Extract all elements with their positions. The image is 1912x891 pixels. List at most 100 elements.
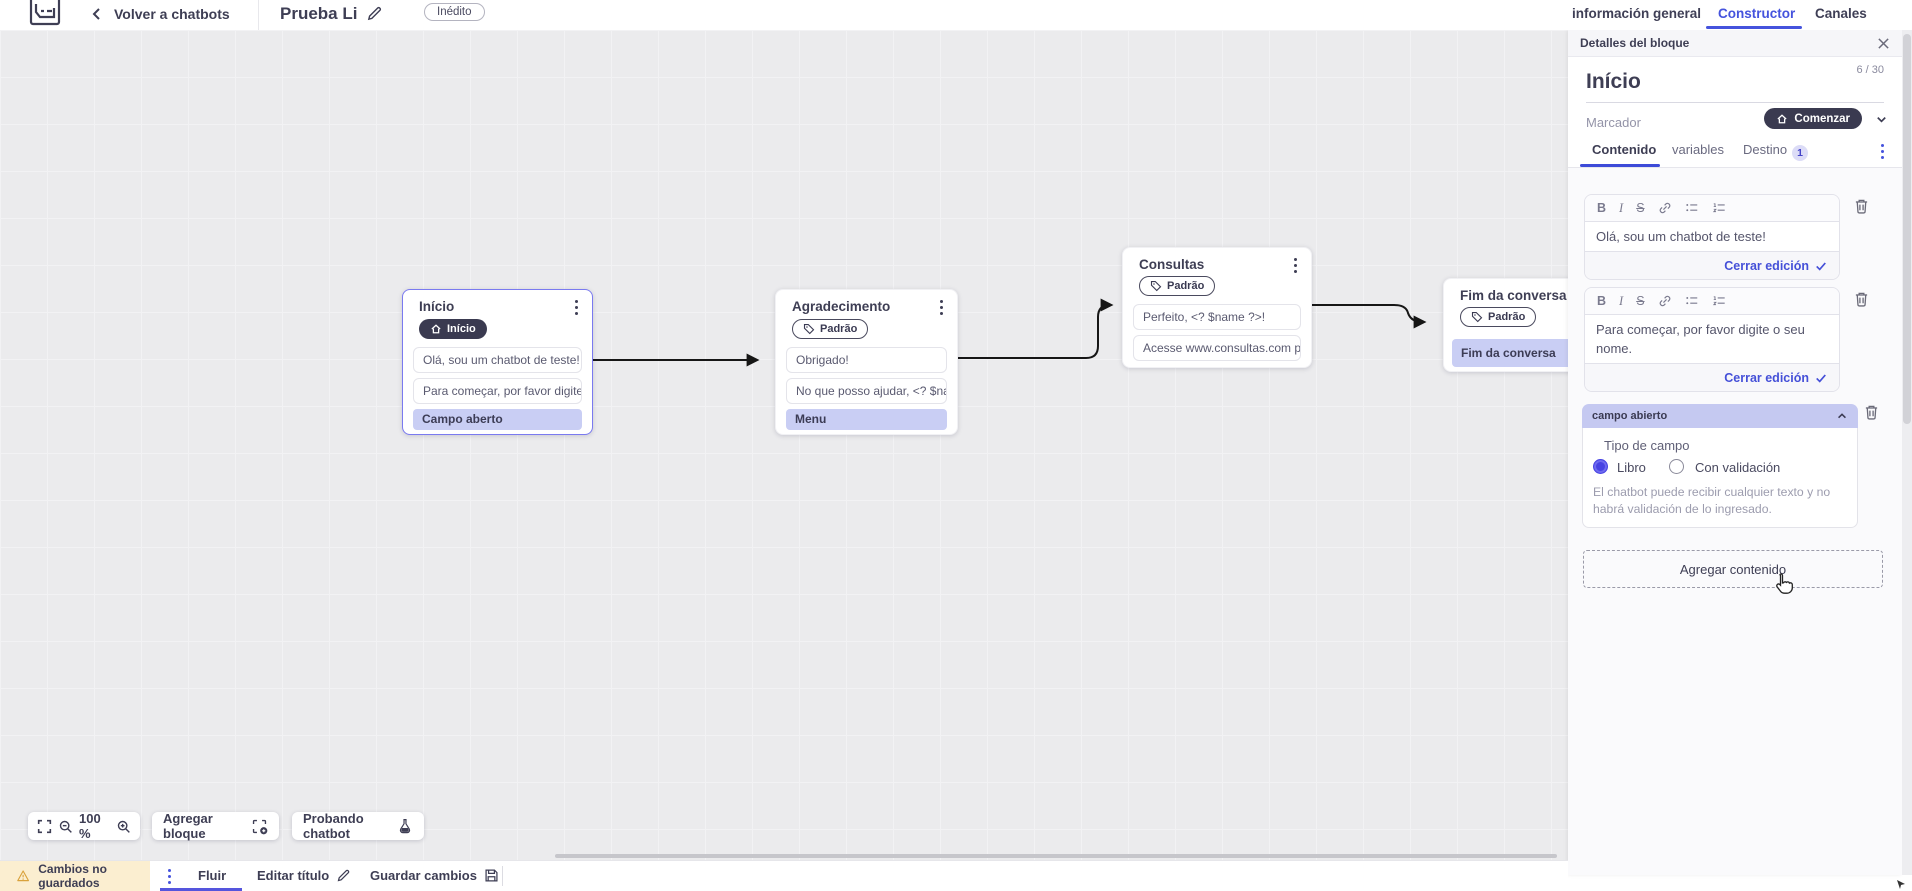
radio-libro-label[interactable]: Libro <box>1617 460 1646 475</box>
strikethrough-icon[interactable]: S <box>1636 200 1645 215</box>
radio-libro[interactable] <box>1593 459 1608 474</box>
panel-scrollbar-thumb[interactable] <box>1903 34 1911 424</box>
bottombar-divider <box>502 866 503 886</box>
test-chatbot-button[interactable]: Probando chatbot <box>292 811 424 841</box>
fullscreen-icon[interactable] <box>37 819 52 834</box>
node-title: Fim da conversa <box>1460 288 1567 303</box>
tab-canales[interactable]: Canales <box>1815 6 1867 21</box>
close-edit-button[interactable]: Cerrar edición <box>1724 371 1827 385</box>
save-changes-button[interactable]: Guardar cambios <box>370 868 499 883</box>
node-menu-item[interactable]: Menu <box>786 409 947 430</box>
add-content-button[interactable]: Agregar contenido <box>1583 550 1883 588</box>
topbar-divider <box>258 0 259 30</box>
check-icon <box>1816 373 1826 383</box>
bold-icon[interactable]: B <box>1597 293 1607 308</box>
node-message-item[interactable]: Olá, sou um chatbot de teste! <box>413 347 582 373</box>
node-message-item[interactable]: Perfeito, <? $name ?>! <box>1133 304 1301 330</box>
italic-icon[interactable]: I <box>1619 293 1624 308</box>
node-menu-icon[interactable] <box>575 300 578 315</box>
node-message-item[interactable]: Obrigado! <box>786 347 947 373</box>
node-end-item[interactable]: Fim da conversa <box>1452 339 1568 367</box>
flow-canvas[interactable]: Início Início Olá, sou um chatbot de tes… <box>0 30 1568 860</box>
close-edit-label: Cerrar edición <box>1724 370 1809 385</box>
edit-title-pencil-icon[interactable] <box>366 5 383 27</box>
marker-label: Marcador <box>1586 115 1641 130</box>
node-badge-label: Início <box>447 323 476 335</box>
flow-node-agradecimento[interactable]: Agradecimento Padrão Obrigado! No que po… <box>775 289 958 435</box>
rich-text-toolbar: B I S <box>1585 288 1839 314</box>
check-icon <box>1816 261 1826 271</box>
tag-icon <box>1150 280 1162 292</box>
unsaved-changes-label: Cambios no guardados <box>38 862 107 890</box>
message-text-input[interactable]: Olá, sou um chatbot de teste! <box>1585 221 1839 252</box>
panel-menu-icon[interactable] <box>1881 144 1884 159</box>
flow-node-inicio[interactable]: Início Início Olá, sou um chatbot de tes… <box>402 289 593 435</box>
zoom-in-icon[interactable] <box>116 819 131 834</box>
tab-variables[interactable]: variables <box>1672 142 1725 157</box>
back-to-chatbots-link[interactable]: Volver a chatbots <box>114 6 230 22</box>
node-message-item[interactable]: Acesse www.consultas.com par... <box>1133 335 1301 361</box>
panel-header: Detalles del bloque <box>1568 30 1902 57</box>
node-title: Início <box>419 299 455 314</box>
bold-icon[interactable]: B <box>1597 200 1607 215</box>
close-panel-icon[interactable] <box>1877 37 1890 50</box>
app-logo-icon[interactable] <box>28 0 62 32</box>
home-icon <box>431 324 441 334</box>
edit-title-button[interactable]: Editar título <box>257 868 351 883</box>
connector-agradecimento-consultas[interactable] <box>958 298 1114 359</box>
add-block-button[interactable]: Agregar bloque <box>152 811 279 841</box>
radio-con-validacion[interactable] <box>1669 459 1684 474</box>
delete-content-icon[interactable] <box>1854 291 1869 312</box>
destino-count-badge: 1 <box>1792 145 1809 161</box>
flow-menu-icon[interactable] <box>168 869 1554 884</box>
italic-icon[interactable]: I <box>1619 200 1624 215</box>
node-menu-icon[interactable] <box>940 300 943 315</box>
node-default-badge: Padrão <box>792 319 869 339</box>
tab-constructor[interactable]: Constructor <box>1718 6 1796 21</box>
message-text-input[interactable]: Para começar, por favor digite o seu nom… <box>1585 314 1839 364</box>
save-icon <box>485 869 498 882</box>
node-message-item[interactable]: Para começar, por favor digite o ... <box>413 378 582 404</box>
name-input-underline <box>1586 102 1884 103</box>
marker-value-dropdown[interactable]: Comenzar <box>1764 108 1862 129</box>
connector-consultas-fim[interactable] <box>1312 304 1427 329</box>
flow-node-fim-da-conversa[interactable]: Fim da conversa Padrão Fim da conversa <box>1443 278 1568 372</box>
node-menu-icon[interactable] <box>1294 258 1297 273</box>
numbered-list-icon[interactable] <box>1712 294 1726 308</box>
delete-open-field-icon[interactable] <box>1864 404 1879 425</box>
canvas-horizontal-scrollbar[interactable] <box>555 854 1557 858</box>
chevron-up-icon[interactable] <box>1836 410 1848 422</box>
bullet-list-icon[interactable] <box>1685 294 1699 308</box>
close-edit-button[interactable]: Cerrar edición <box>1724 259 1827 273</box>
node-message-item[interactable]: No que posso ajudar, <? $name ... <box>786 378 947 404</box>
field-help-text: El chatbot puede recibir cualquier texto… <box>1593 485 1831 516</box>
link-icon[interactable] <box>1658 294 1672 308</box>
marker-chevron-down-icon[interactable] <box>1875 113 1888 131</box>
strikethrough-icon[interactable]: S <box>1636 293 1645 308</box>
warning-icon <box>17 870 30 882</box>
tab-informacion-general[interactable]: información general <box>1572 6 1702 21</box>
bullet-list-icon[interactable] <box>1685 201 1699 215</box>
open-field-section-header[interactable]: campo abierto <box>1582 404 1858 428</box>
delete-content-icon[interactable] <box>1854 198 1869 219</box>
flow-node-consultas[interactable]: Consultas Padrão Perfeito, <? $name ?>! … <box>1122 247 1312 368</box>
node-open-field-item[interactable]: Campo aberto <box>413 409 582 430</box>
radio-con-validacion-label[interactable]: Con validación <box>1695 460 1781 475</box>
flask-icon <box>399 819 411 834</box>
add-block-label: Agregar bloque <box>163 811 213 841</box>
status-badge: Inédito <box>424 3 485 21</box>
tab-fluir[interactable]: Fluir <box>198 868 227 883</box>
numbered-list-icon[interactable] <box>1712 201 1726 215</box>
tab-contenido[interactable]: Contenido <box>1592 142 1657 157</box>
link-icon[interactable] <box>1658 201 1672 215</box>
panel-scrollbar[interactable] <box>1902 30 1912 875</box>
block-name-input[interactable]: Início <box>1586 70 1641 93</box>
top-bar: Volver a chatbots Prueba Li Inédito info… <box>0 0 1912 30</box>
chatbot-title[interactable]: Prueba Li <box>280 4 358 23</box>
zoom-level: 100 % <box>79 811 101 841</box>
zoom-out-icon[interactable] <box>58 819 73 834</box>
back-chevron-icon[interactable] <box>90 7 104 26</box>
node-default-badge: Padrão <box>1460 307 1537 327</box>
